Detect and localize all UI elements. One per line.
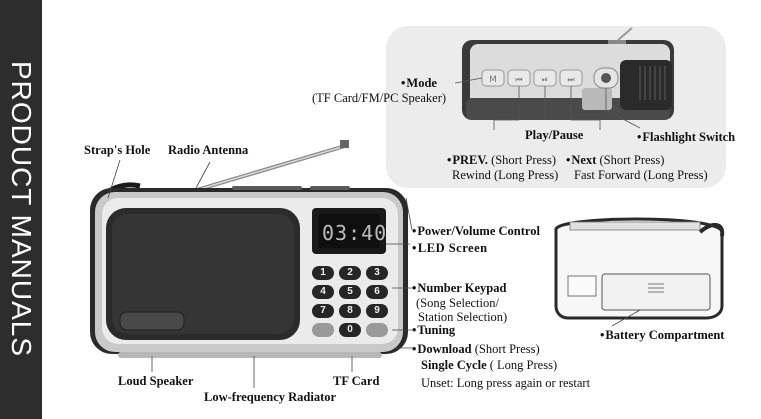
next-label-line: Next (Short Press) <box>566 153 664 168</box>
svg-text:⏮: ⏮ <box>515 75 522 84</box>
key-1[interactable]: 1 <box>312 266 334 280</box>
svg-text:M: M <box>489 75 497 85</box>
flashlight-label: Flashlight Switch <box>637 130 735 145</box>
single-cycle-line: Single Cycle ( Long Press) <box>421 358 557 373</box>
led-time: 03:40 <box>322 222 387 244</box>
radio-antenna-label: Radio Antenna <box>168 143 248 158</box>
next-sub2: Fast Forward (Long Press) <box>574 168 708 183</box>
next-sub1: (Short Press) <box>596 153 664 167</box>
mode-label: Mode <box>401 76 437 91</box>
key-4[interactable]: 4 <box>312 285 334 299</box>
front-view-radio <box>90 140 414 388</box>
straps-hole-label: Strap's Hole <box>84 143 150 158</box>
key-2[interactable]: 2 <box>339 266 361 280</box>
download-key[interactable] <box>312 323 334 337</box>
download-label-line: Download (Short Press) <box>412 342 540 357</box>
key-0[interactable]: 0 <box>339 323 361 337</box>
power-volume-label: Power/Volume Control <box>412 224 540 239</box>
play-pause-label: Play/Pause <box>525 128 583 143</box>
next-label: Next <box>566 153 596 167</box>
led-screen-label: LED Screen <box>412 241 488 256</box>
prev-label-line: PREV. (Short Press) <box>447 153 556 168</box>
tuning-label: Tuning <box>412 323 455 338</box>
low-frequency-radiator <box>120 312 184 330</box>
single-cycle-label: Single Cycle <box>421 358 487 372</box>
number-keypad-label: Number Keypad <box>412 281 506 296</box>
key-8[interactable]: 8 <box>339 304 361 318</box>
key-6[interactable]: 6 <box>366 285 388 299</box>
top-view-device: M ⏮ ⏯ ⏭ <box>455 28 674 130</box>
number-keypad: 1 2 3 4 5 6 7 8 9 0 <box>312 266 390 337</box>
single-cycle-sub: ( Long Press) <box>487 358 557 372</box>
low-freq-label: Low-frequency Radiator <box>204 390 336 405</box>
battery-label: Battery Compartment <box>600 328 724 343</box>
prev-sub2: Rewind (Long Press) <box>452 168 558 183</box>
download-sub: (Short Press) <box>472 342 540 356</box>
tf-card-label: TF Card <box>333 374 379 389</box>
tuning-key[interactable] <box>366 323 388 337</box>
loud-speaker-label: Loud Speaker <box>118 374 193 389</box>
keypad-sub1: (Song Selection/ <box>416 296 499 311</box>
prev-sub1: (Short Press) <box>488 153 556 167</box>
mode-sub-label: (TF Card/FM/PC Speaker) <box>312 91 446 106</box>
prev-label: PREV. <box>447 153 488 167</box>
key-9[interactable]: 9 <box>366 304 388 318</box>
key-7[interactable]: 7 <box>312 304 334 318</box>
svg-text:⏯: ⏯ <box>542 75 548 84</box>
svg-text:⏭: ⏭ <box>567 75 574 84</box>
download-label: Download <box>412 342 472 356</box>
back-view-radio <box>556 219 722 326</box>
key-5[interactable]: 5 <box>339 285 361 299</box>
unset-label: Unset: Long press again or restart <box>421 376 590 391</box>
key-3[interactable]: 3 <box>366 266 388 280</box>
